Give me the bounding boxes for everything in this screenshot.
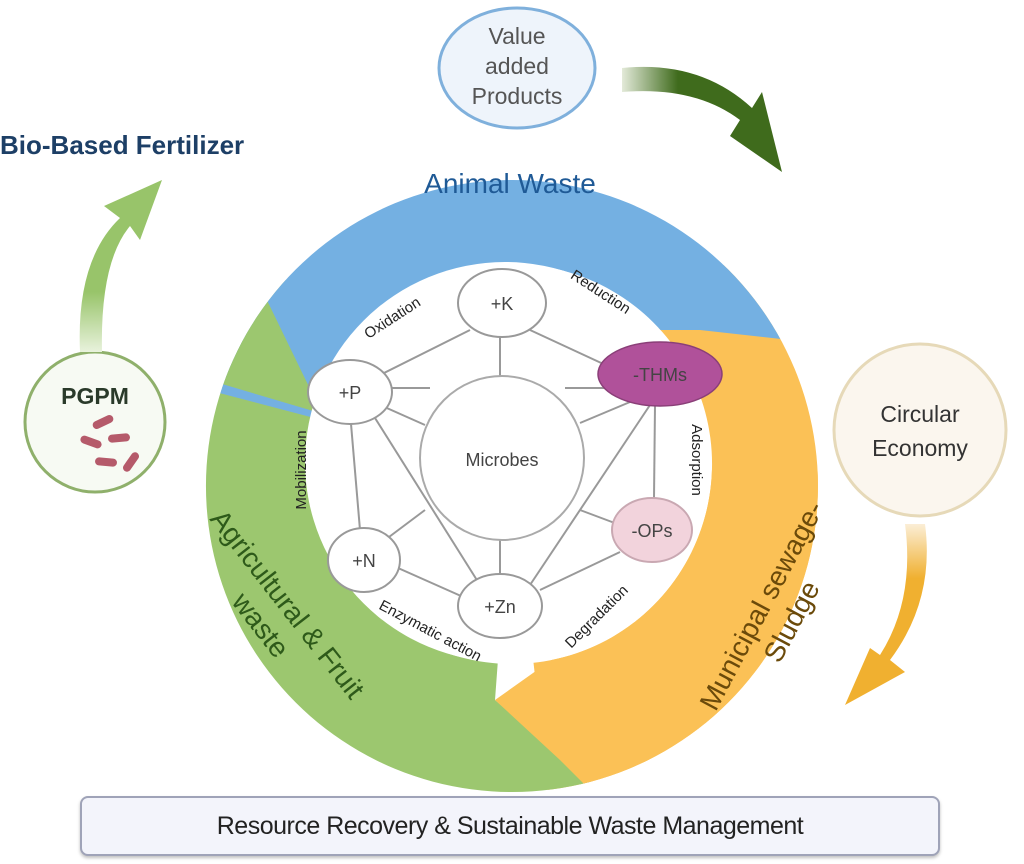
edge-k-p bbox=[369, 329, 471, 381]
footer-banner: Resource Recovery & Sustainable Waste Ma… bbox=[80, 796, 940, 856]
value-line2: added bbox=[485, 53, 549, 79]
value-arrow-icon bbox=[622, 66, 782, 172]
edge-thms-ops bbox=[653, 404, 656, 499]
edge-n-microbes bbox=[384, 509, 426, 541]
edge-p-n bbox=[349, 411, 361, 531]
node-k: +K bbox=[457, 268, 547, 338]
node-p: +P bbox=[307, 359, 393, 425]
circular-line2: Economy bbox=[872, 435, 968, 461]
title-bio-based-fertilizer: Bio-Based Fertilizer bbox=[0, 130, 244, 160]
value-line3: Products bbox=[472, 83, 563, 109]
ring-segment-agri bbox=[205, 250, 600, 792]
edge-microbes-thms2 bbox=[579, 401, 631, 424]
value-added-products-node: Value added Products bbox=[437, 6, 597, 130]
edge-thms-zn bbox=[529, 404, 651, 586]
node-thms: -THMs bbox=[597, 341, 723, 407]
process-mobilization: Mobilization bbox=[293, 430, 310, 509]
bacteria-icon bbox=[80, 415, 140, 472]
node-zn: +Zn bbox=[457, 573, 543, 639]
edge-p-zn bbox=[369, 409, 481, 586]
node-p-label: +P bbox=[339, 383, 362, 403]
fertilizer-arrow-icon bbox=[79, 180, 162, 352]
node-zn-label: +Zn bbox=[484, 597, 516, 617]
ring-segment-agri-tip bbox=[205, 290, 512, 470]
edge-ops-zn bbox=[539, 551, 621, 591]
node-n: +N bbox=[327, 527, 401, 593]
circular-economy-node: Circular Economy bbox=[832, 342, 1008, 518]
animal-waste-label: Animal Waste bbox=[424, 168, 596, 199]
node-n-label: +N bbox=[352, 551, 376, 571]
node-k-label: +K bbox=[491, 294, 514, 314]
process-adsorption: Adsorption bbox=[688, 424, 705, 496]
pgpm-node: PGPM bbox=[23, 350, 167, 494]
circular-arrow-icon bbox=[845, 524, 927, 705]
node-ops: -OPs bbox=[611, 497, 693, 563]
microbes-label: Microbes bbox=[465, 450, 538, 470]
edge-k-thms bbox=[529, 329, 613, 369]
microbes-node bbox=[419, 375, 585, 541]
footer-label: Resource Recovery & Sustainable Waste Ma… bbox=[216, 811, 804, 840]
pgpm-label: PGPM bbox=[61, 383, 129, 409]
node-ops-label: -OPs bbox=[631, 521, 672, 541]
node-thms-label: -THMs bbox=[633, 365, 687, 385]
circular-line1: Circular bbox=[880, 401, 960, 427]
value-line1: Value bbox=[488, 23, 545, 49]
